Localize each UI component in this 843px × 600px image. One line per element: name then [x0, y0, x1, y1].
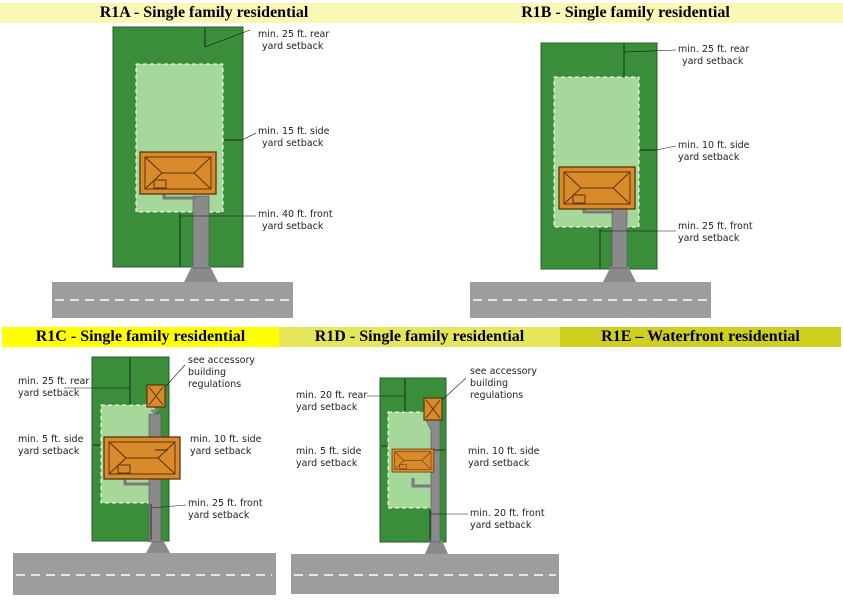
r1a-house	[139, 151, 217, 195]
r1b-front-label: min. 25 ft. front yard setback	[678, 221, 756, 244]
r1a-diagram	[52, 26, 293, 318]
r1d-road	[291, 554, 559, 594]
r1b-rear-label: min. 25 ft. rear yard setback	[678, 44, 752, 67]
r1d-side-right-label: min. 10 ft. side yard setback	[468, 446, 543, 469]
r1a-front-label: min. 40 ft. front yard setback	[258, 209, 336, 232]
r1c-house	[103, 436, 181, 480]
header-r1a: R1A - Single family residential	[0, 3, 408, 23]
r1c-side-left-label: min. 5 ft. side yard setback	[18, 434, 86, 457]
header-r1c: R1C - Single family residential	[2, 327, 279, 347]
r1b-house	[558, 166, 636, 210]
r1c-accessory-label: see accessory building regulations	[188, 355, 258, 390]
r1c-diagram	[13, 356, 276, 595]
header-r1e: R1E – Waterfront residential	[560, 327, 841, 347]
r1c-accessory-building	[146, 384, 166, 408]
r1d-front-label: min. 20 ft. front yard setback	[470, 508, 548, 531]
r1c-road	[13, 553, 276, 595]
r1d-rear-label: min. 20 ft. rear yard setback	[296, 390, 370, 413]
r1b-driveway	[611, 199, 628, 269]
r1c-rear-label: min. 25 ft. rear yard setback	[18, 376, 92, 399]
r1d-diagram	[291, 377, 559, 594]
r1a-side-label: min. 15 ft. side yard setback	[258, 126, 333, 149]
r1b-diagram	[470, 42, 711, 318]
header-r1b: R1B - Single family residential	[408, 3, 843, 23]
r1d-accessory-building	[423, 397, 443, 421]
r1c-side-right-label: min. 10 ft. side yard setback	[190, 434, 265, 457]
r1d-accessory-label: see accessory building regulations	[470, 366, 540, 401]
r1a-driveway	[192, 195, 210, 269]
r1a-rear-label: min. 25 ft. rear yard setback	[258, 29, 332, 52]
header-r1d: R1D - Single family residential	[279, 327, 560, 347]
r1b-side-label: min. 10 ft. side yard setback	[678, 140, 753, 163]
r1d-house	[391, 448, 435, 473]
r1d-side-left-label: min. 5 ft. side yard setback	[296, 446, 364, 469]
r1c-front-label: min. 25 ft. front yard setback	[188, 498, 266, 521]
